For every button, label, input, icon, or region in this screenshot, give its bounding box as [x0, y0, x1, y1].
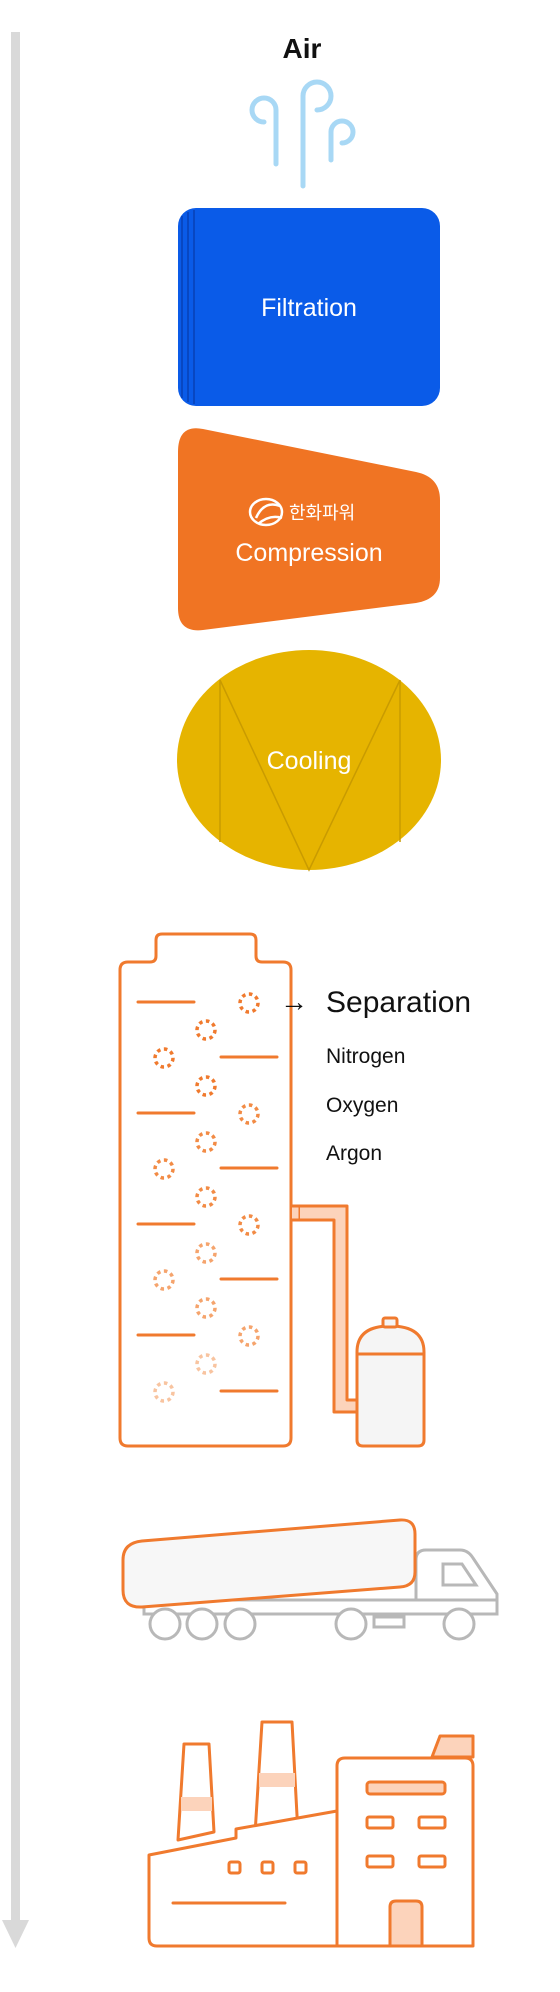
compression-label: Compression: [235, 539, 382, 567]
output-argon: Argon: [326, 1142, 382, 1165]
brand-logo-text: 한화파워: [289, 503, 355, 523]
separation-column-icon: [118, 932, 426, 1448]
separation-arrow-icon: →: [280, 986, 308, 1017]
flow-arrow: [2, 32, 29, 1948]
filtration-block: [178, 208, 440, 406]
cooling-label: Cooling: [267, 747, 352, 775]
air-label: Air: [283, 33, 322, 64]
cooling-block: [177, 650, 441, 872]
filtration-label: Filtration: [261, 294, 357, 322]
output-nitrogen: Nitrogen: [326, 1045, 405, 1068]
brand-logo-icon: [248, 497, 284, 527]
compression-block: [178, 428, 440, 631]
output-oxygen: Oxygen: [326, 1094, 398, 1117]
tanker-truck-icon: [121, 1518, 499, 1641]
separation-label: Separation: [326, 986, 471, 1019]
air-icon: [249, 79, 356, 189]
factory-icon: [147, 1720, 475, 1948]
